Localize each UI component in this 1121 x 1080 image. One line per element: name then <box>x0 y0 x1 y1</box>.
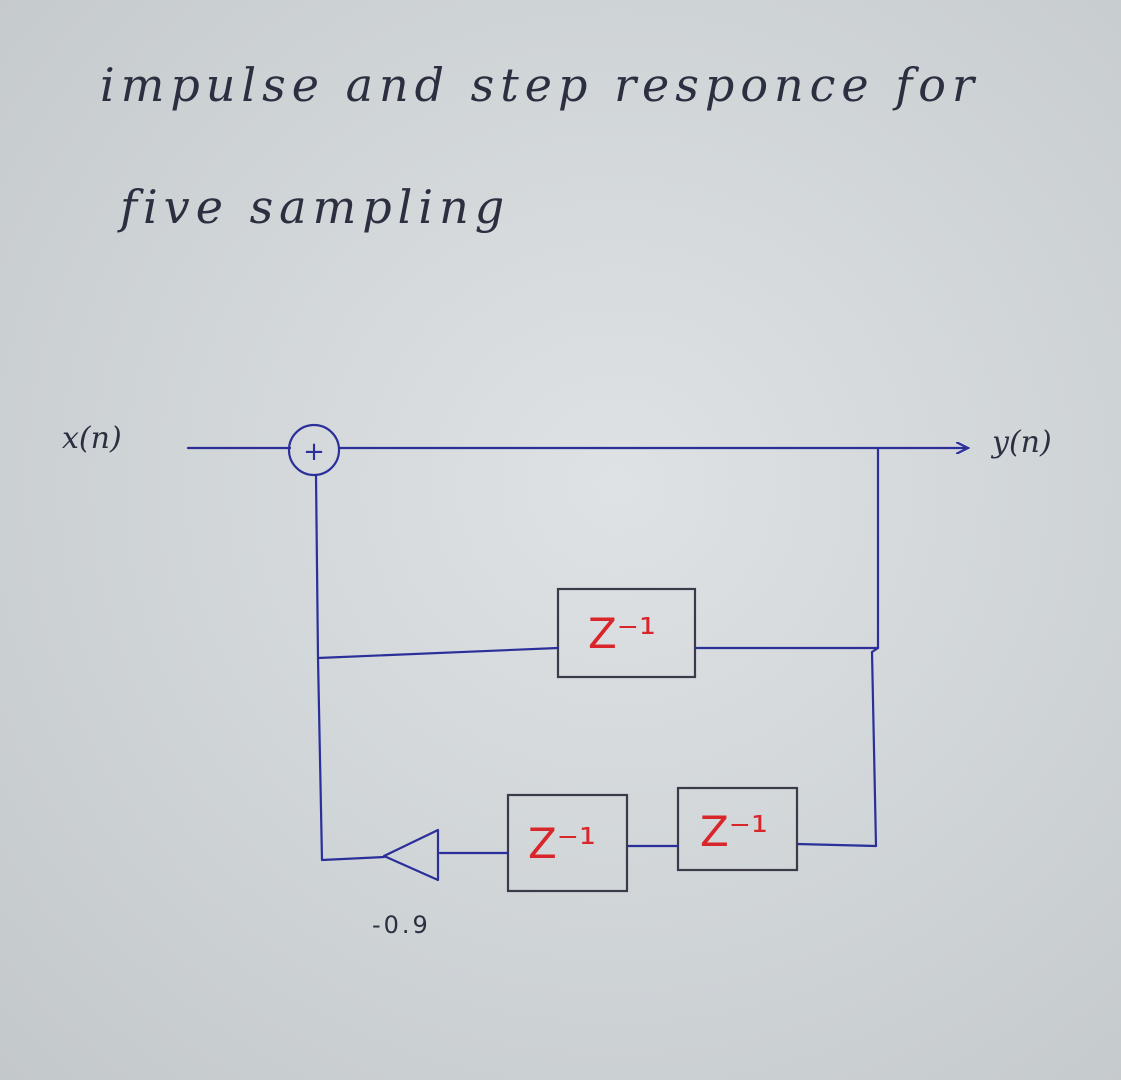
summing-junction-circle <box>287 423 341 477</box>
input-signal-label: x(n) <box>62 421 122 456</box>
upper-branch-left-wire <box>316 646 560 660</box>
lower-branch-right-vertical <box>870 650 878 848</box>
delay-block-lower-right <box>676 786 799 872</box>
lower-branch-right-wire <box>795 842 878 848</box>
output-signal-label: y(n) <box>990 425 1052 460</box>
summing-junction-plus: + <box>303 437 325 467</box>
delay-block-upper-label: Z⁻¹ <box>588 609 656 658</box>
gain-value-label: -0.9 <box>372 911 431 939</box>
delay-block-lower-left <box>506 793 629 893</box>
delay-block-upper <box>556 587 697 679</box>
gain-amplifier-triangle <box>382 828 440 882</box>
summing-junction: + <box>287 423 341 477</box>
gain-output-wire <box>320 855 386 862</box>
lower-branch-split <box>870 646 880 654</box>
title-line-2: five sampling <box>120 180 511 234</box>
summer-vertical-wire <box>314 473 320 660</box>
delay-block-lower-left-label: Z⁻¹ <box>528 819 596 868</box>
title-line-1: impulse and step responce for <box>100 58 980 112</box>
left-vertical-wire <box>316 656 324 862</box>
delay-block-lower-right-label: Z⁻¹ <box>700 807 768 856</box>
